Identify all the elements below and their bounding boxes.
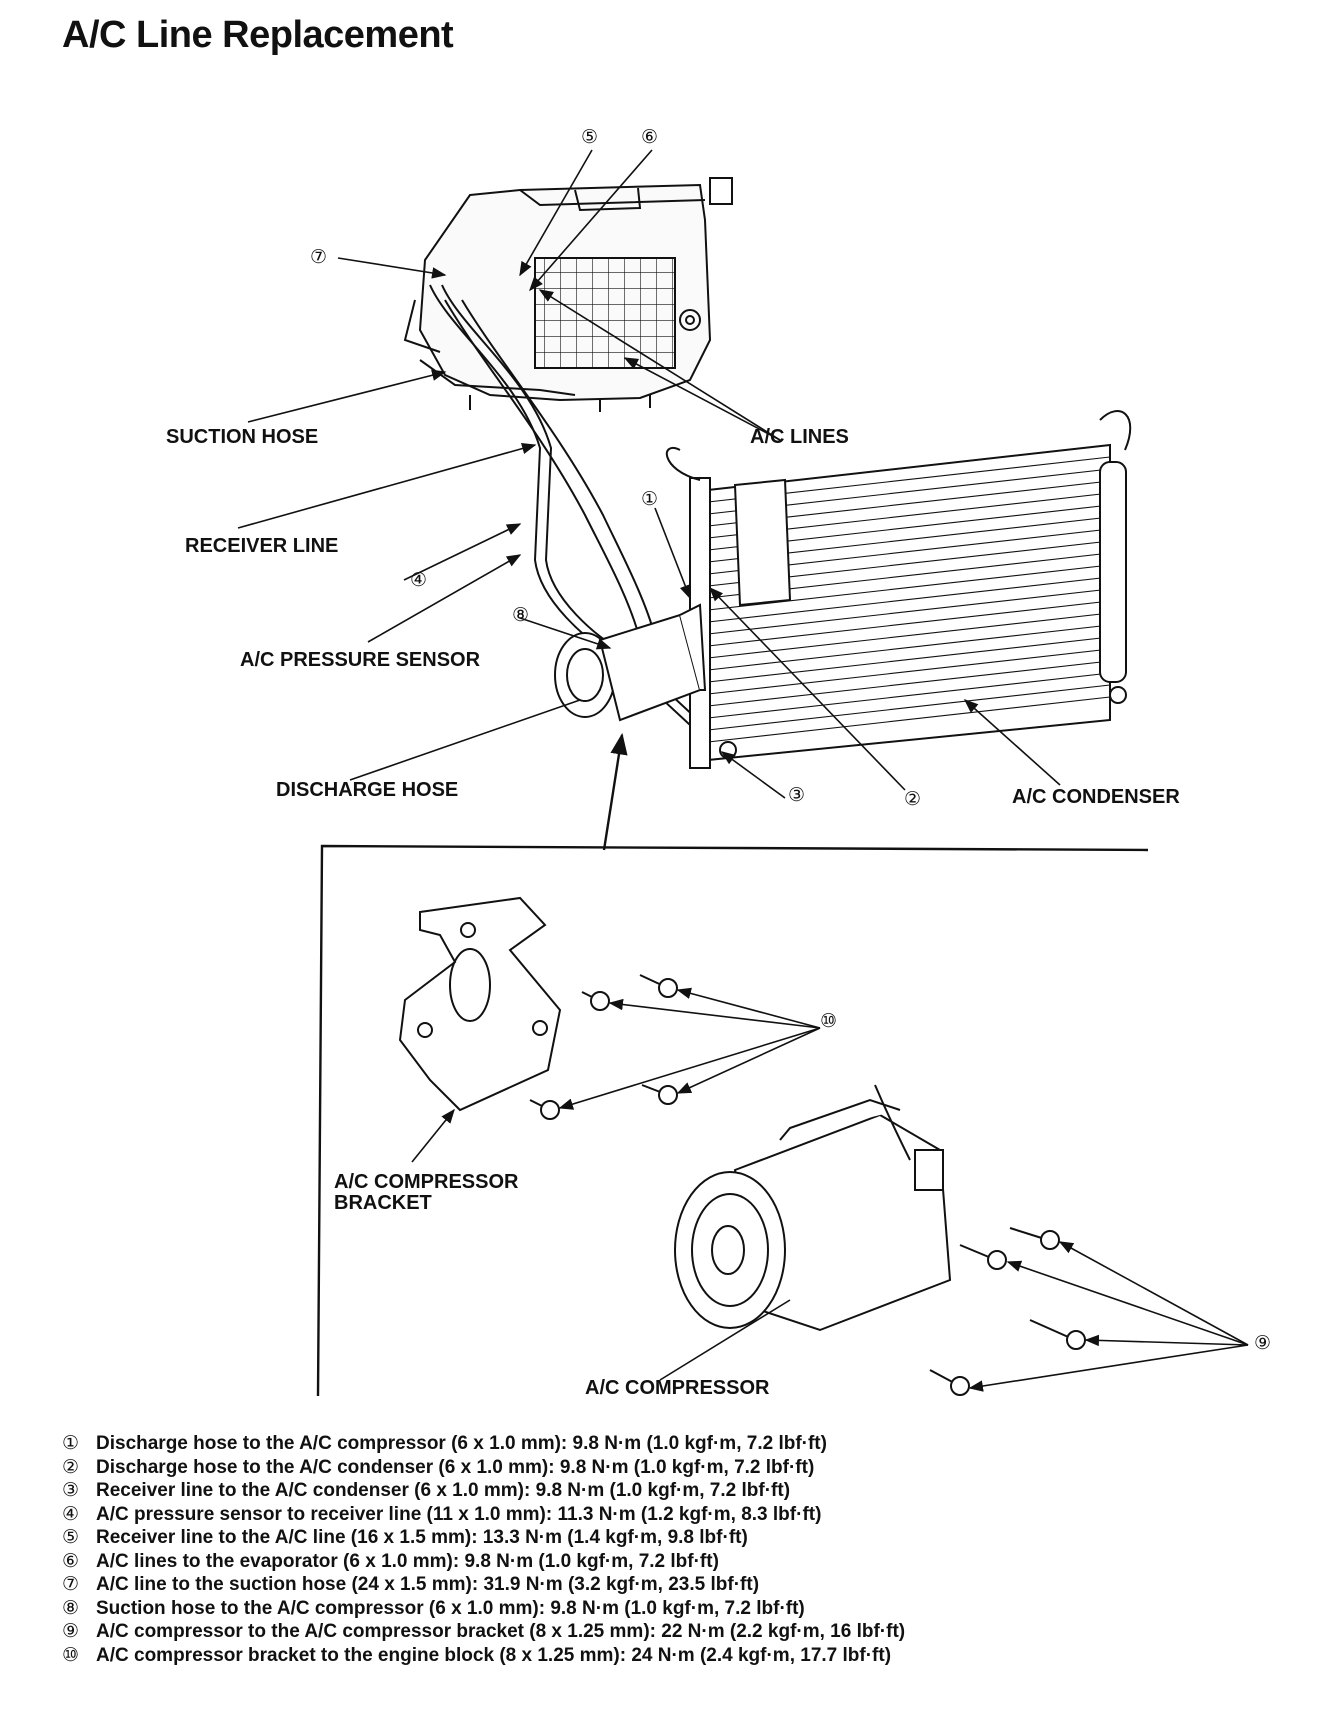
label-condenser: A/C CONDENSER [1012, 786, 1180, 808]
legend-text: A/C pressure sensor to receiver line (11… [96, 1503, 822, 1525]
legend-item: ⑦ A/C line to the suction hose (24 x 1.5 … [62, 1573, 1292, 1597]
legend-item: ④ A/C pressure sensor to receiver line (1… [62, 1503, 1292, 1527]
callout-8: ⑧ [512, 604, 530, 626]
legend-number: ⑩ [62, 1643, 80, 1666]
label-compressor-bracket-line1: A/C COMPRESSOR [334, 1171, 519, 1193]
detail-frame [316, 844, 1149, 1397]
legend-text: Discharge hose to the A/C condenser (6 x… [96, 1456, 815, 1478]
legend-item: ⑩ A/C compressor bracket to the engine bl… [62, 1644, 1292, 1668]
legend-number: ② [62, 1455, 80, 1478]
label-compressor: A/C COMPRESSOR [585, 1377, 770, 1399]
label-compressor-bracket-line2: BRACKET [334, 1192, 432, 1214]
legend-item: ⑧ Suction hose to the A/C compressor (6 x… [62, 1597, 1292, 1621]
upper-leaders [237, 149, 1061, 851]
legend-text: Discharge hose to the A/C compressor (6 … [96, 1433, 827, 1454]
legend-item: ② Discharge hose to the A/C condenser (6 … [62, 1456, 1292, 1480]
legend-item: ⑨ A/C compressor to the A/C compressor br… [62, 1620, 1292, 1644]
label-suction-hose: SUCTION HOSE [166, 426, 319, 448]
legend-item: ⑥ A/C lines to the evaporator (6 x 1.0 mm… [62, 1550, 1292, 1574]
legend-number: ⑨ [62, 1620, 80, 1642]
legend-text: Receiver line to the A/C line (16 x 1.5 … [96, 1527, 748, 1548]
legend-item: ⑤ Receiver line to the A/C line (16 x 1.5… [62, 1526, 1292, 1550]
legend-number: ① [62, 1432, 80, 1454]
legend-number: ④ [62, 1502, 80, 1525]
legend-item: ① Discharge hose to the A/C compressor (6… [62, 1432, 1292, 1456]
callout-5: ⑤ [581, 126, 599, 148]
legend-number: ③ [62, 1479, 80, 1501]
legend-text: Suction hose to the A/C compressor (6 x … [96, 1597, 805, 1619]
evaporator-unit [403, 177, 733, 412]
compressor-bolts [929, 1227, 1086, 1396]
legend-item: ③ Receiver line to the A/C condenser (6 x… [62, 1479, 1292, 1503]
page-title: A/C Line Replacement [62, 14, 454, 56]
legend-number: ⑦ [62, 1573, 80, 1595]
callout-2: ② [904, 788, 922, 810]
torque-legend: ① Discharge hose to the A/C compressor (6… [62, 1432, 1292, 1667]
legend-text: Receiver line to the A/C condenser (6 x … [96, 1480, 791, 1501]
legend-number: ⑤ [62, 1526, 80, 1548]
callout-4: ④ [410, 569, 428, 591]
lower-leaders [411, 987, 1249, 1392]
callout-10: ⑩ [820, 1010, 838, 1032]
compressor-upper [554, 603, 707, 722]
legend-number: ⑥ [62, 1549, 80, 1572]
label-pressure-sensor: A/C PRESSURE SENSOR [240, 649, 481, 671]
label-receiver-line: RECEIVER LINE [185, 535, 339, 557]
legend-text: A/C compressor bracket to the engine blo… [96, 1644, 892, 1666]
callout-7: ⑦ [310, 246, 328, 268]
compressor-bracket [398, 896, 562, 1112]
label-ac-lines: A/C LINES [750, 426, 849, 448]
label-discharge-hose: DISCHARGE HOSE [276, 779, 459, 801]
legend-text: A/C lines to the evaporator (6 x 1.0 mm)… [96, 1550, 719, 1572]
callout-9: ⑨ [1254, 1332, 1272, 1354]
compressor-lower [674, 1084, 952, 1332]
legend-text: A/C line to the suction hose (24 x 1.5 m… [96, 1574, 760, 1595]
bracket-bolts [529, 974, 678, 1120]
legend-number: ⑧ [62, 1596, 80, 1619]
callout-3: ③ [788, 784, 806, 806]
condenser [665, 410, 1132, 769]
callout-6: ⑥ [641, 126, 659, 148]
legend-text: A/C compressor to the A/C compressor bra… [96, 1621, 906, 1642]
callout-1: ① [641, 488, 659, 510]
